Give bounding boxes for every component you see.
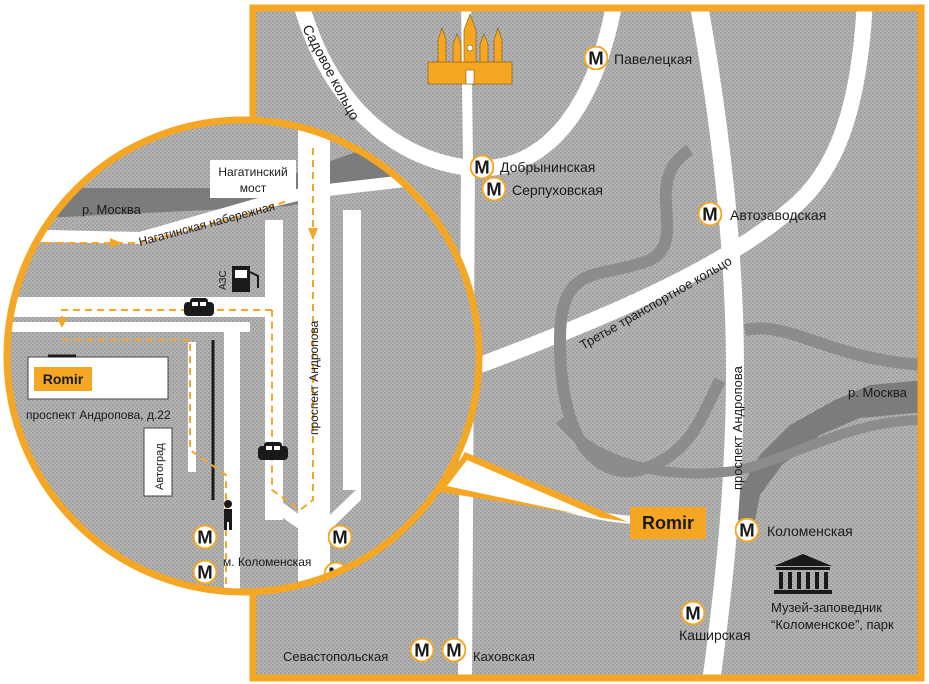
metro-label-dobryninskaya: Добрынинская (500, 159, 595, 175)
car-icon (184, 298, 214, 316)
metro-icon (193, 560, 217, 584)
inset-bridge-label-box (210, 160, 296, 198)
interchange-loop (553, 144, 726, 478)
metro-station-kashirskaya: Каширская (679, 601, 751, 643)
metro-station-sevastopolskaya: Севастопольская (283, 638, 434, 664)
inset-romir-marker (34, 367, 92, 391)
metro-icon (193, 525, 217, 549)
inset-office-address: проспект Андропова, д.22 (26, 408, 171, 422)
metro-icon (442, 638, 466, 662)
romir-logo-text: Romir (642, 513, 694, 533)
inset-road-merge (265, 485, 361, 530)
inset-road-lower (7, 322, 250, 332)
andropova-road (690, 8, 745, 678)
inset-frame (3, 116, 483, 596)
museum-icon (774, 554, 832, 594)
river-label-main: р. Москва (848, 385, 908, 400)
inset-embankment-road (7, 164, 479, 245)
metro-station-serpukhovskaya: Серпуховская (482, 177, 603, 201)
inset-callout-pointer-inner (447, 460, 606, 520)
metro-icon (328, 525, 352, 549)
metro-icon (482, 177, 506, 201)
metro-station-kakhovskaya: Каховская (442, 638, 535, 664)
inset-bridge-label-line1: Нагатинский (218, 165, 287, 179)
inset-road-upper (7, 297, 283, 317)
inset-side-road-right (343, 210, 361, 490)
inset-gas-station-label: АЗС (218, 270, 229, 290)
inset-metro-kolomenskaya-label: м. Коломенская (223, 555, 311, 569)
metro-label-kolomenskaya: Коломенская (767, 523, 853, 539)
inset-route-arrow-down (308, 228, 318, 240)
inset-bridge-label-line2: мост (240, 181, 267, 195)
pedestrian-icon (224, 500, 232, 530)
metro-label-avtozavodskaya: Автозаводская (730, 207, 826, 223)
museum-label-line2: “Коломенское”, парк (771, 617, 894, 632)
gas-station-icon (232, 266, 259, 292)
metro-label-kashirskaya: Каширская (679, 627, 751, 643)
main-map: Садовое кольцо Третье транспортное кольц… (253, 8, 921, 678)
inset-river-label: р. Москва (82, 202, 142, 217)
metro-label-paveletskaya: Павелецкая (614, 51, 692, 67)
interchange-road-east (743, 322, 921, 371)
inset-route-arrow (110, 238, 122, 248)
inset-road-vertical-west (224, 322, 240, 592)
metro-icon (698, 202, 722, 226)
inset-route-arrow-left (57, 318, 67, 328)
kremlin-icon (427, 13, 513, 85)
inset-side-road-left (265, 220, 283, 520)
metro-icon (735, 518, 759, 542)
inset-romir-logo-text: Romir (43, 371, 84, 387)
andropova-label-main: проспект Андропова (730, 365, 745, 490)
metro-label-serpukhovskaya: Серпуховская (512, 182, 603, 198)
metro-icon (470, 155, 494, 179)
metro-icon (584, 46, 608, 70)
moskva-river-main (735, 380, 921, 520)
interchange-road-south (556, 415, 921, 479)
metro-station-paveletskaya: Павелецкая (584, 46, 692, 70)
metro-icon (410, 638, 434, 662)
metro-label-kakhovskaya: Каховская (473, 649, 535, 664)
metro-station-kolomenskaya: Коломенская (735, 518, 853, 542)
metro-station-avtozavodskaya: Автозаводская (698, 202, 826, 226)
inset-map: р. Москва Нагатинский мост (7, 120, 479, 592)
romir-office-marker: Romir (630, 507, 706, 539)
car-icon (258, 442, 288, 460)
inset-road-vertical-west2 (188, 342, 196, 472)
metro-label-sevastopolskaya: Севастопольская (283, 649, 388, 664)
inset-andropova-label: проспект Андропова (307, 320, 321, 435)
museum-label-line1: Музей-заповедник (771, 600, 882, 615)
third-ring-road (477, 8, 873, 373)
metro-icon (681, 601, 705, 625)
inset-autograd-label: Автоград (154, 443, 166, 490)
metro-station-dobryninskaya: Добрынинская (470, 155, 595, 179)
inset-autograd-building (143, 427, 173, 497)
